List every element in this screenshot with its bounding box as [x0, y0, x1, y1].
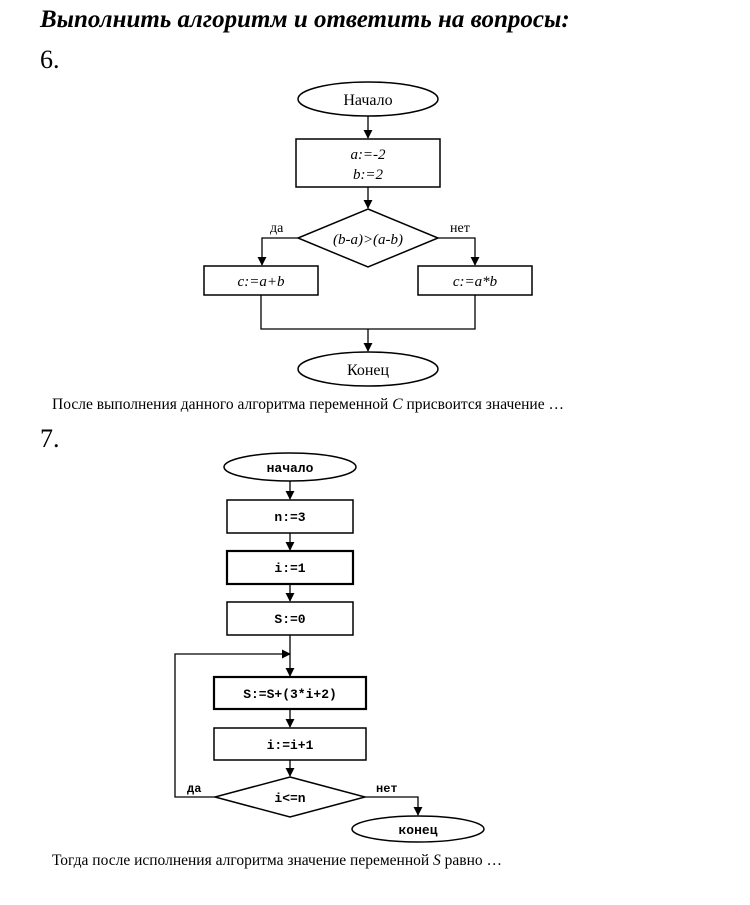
question-text: Тогда после исполнения алгоритма значени…: [52, 852, 434, 869]
assign-b-label: b:=2: [353, 167, 384, 183]
start-label: начало: [267, 461, 314, 476]
branch-no-block: [417, 265, 533, 296]
question-text: После выполнения данного алгоритма перем…: [52, 396, 393, 413]
end-terminal: [351, 815, 485, 843]
i-assign-block: [225, 549, 355, 586]
connector: [257, 237, 298, 266]
i-assign-label: i:=1: [274, 561, 305, 576]
branch-yes-label: c:=a+b: [238, 274, 285, 290]
task-7-number: 7.: [40, 424, 60, 453]
branch-yes-block: [203, 265, 319, 296]
no-label: нет: [450, 221, 470, 236]
yes-label: да: [270, 221, 284, 236]
i-update-block: [213, 727, 367, 761]
connector: [260, 295, 476, 330]
yes-label: да: [187, 782, 201, 796]
question-variable: C: [392, 396, 403, 413]
page-heading: Выполнить алгоритм и ответить на вопросы…: [40, 6, 570, 33]
start-label: Начало: [343, 92, 392, 109]
flowchart-task-7: начало n:=3 i:=1 S:=0 S:=S+(3*i+2) i:=i+…: [174, 452, 485, 843]
connector: [438, 237, 480, 266]
question-variable: S: [433, 852, 441, 869]
task-7-question: Тогда после исполнения алгоритма значени…: [52, 852, 502, 870]
branch-no-label: c:=a*b: [453, 274, 498, 290]
end-label: конец: [398, 823, 437, 838]
n-assign-label: n:=3: [274, 510, 305, 525]
end-label: Конец: [347, 362, 390, 379]
loop-back-connector: [174, 649, 291, 798]
connector: [365, 796, 423, 816]
question-text-end: равно …: [440, 852, 503, 869]
no-label: нет: [376, 782, 398, 796]
question-text-end: присвоится значение …: [402, 396, 564, 413]
assign-a-label: a:=-2: [350, 147, 386, 163]
task-6-question: После выполнения данного алгоритма перем…: [52, 396, 564, 414]
condition-diamond: [212, 776, 368, 818]
n-assign-block: [226, 499, 354, 534]
condition-diamond: [296, 208, 440, 268]
task-6-number: 6.: [40, 45, 60, 74]
condition-label: (b-a)>(a-b): [333, 232, 403, 248]
end-terminal: [297, 351, 439, 387]
s-assign-label: S:=0: [274, 612, 305, 627]
s-update-label: S:=S+(3*i+2): [243, 687, 337, 702]
assign-block: [295, 138, 441, 188]
condition-label: i<=n: [274, 791, 305, 806]
flowchart-task-6: Начало a:=-2 b:=2 (b-a)>(a-b) да c:=a+b …: [203, 81, 533, 387]
i-update-label: i:=i+1: [267, 738, 314, 753]
